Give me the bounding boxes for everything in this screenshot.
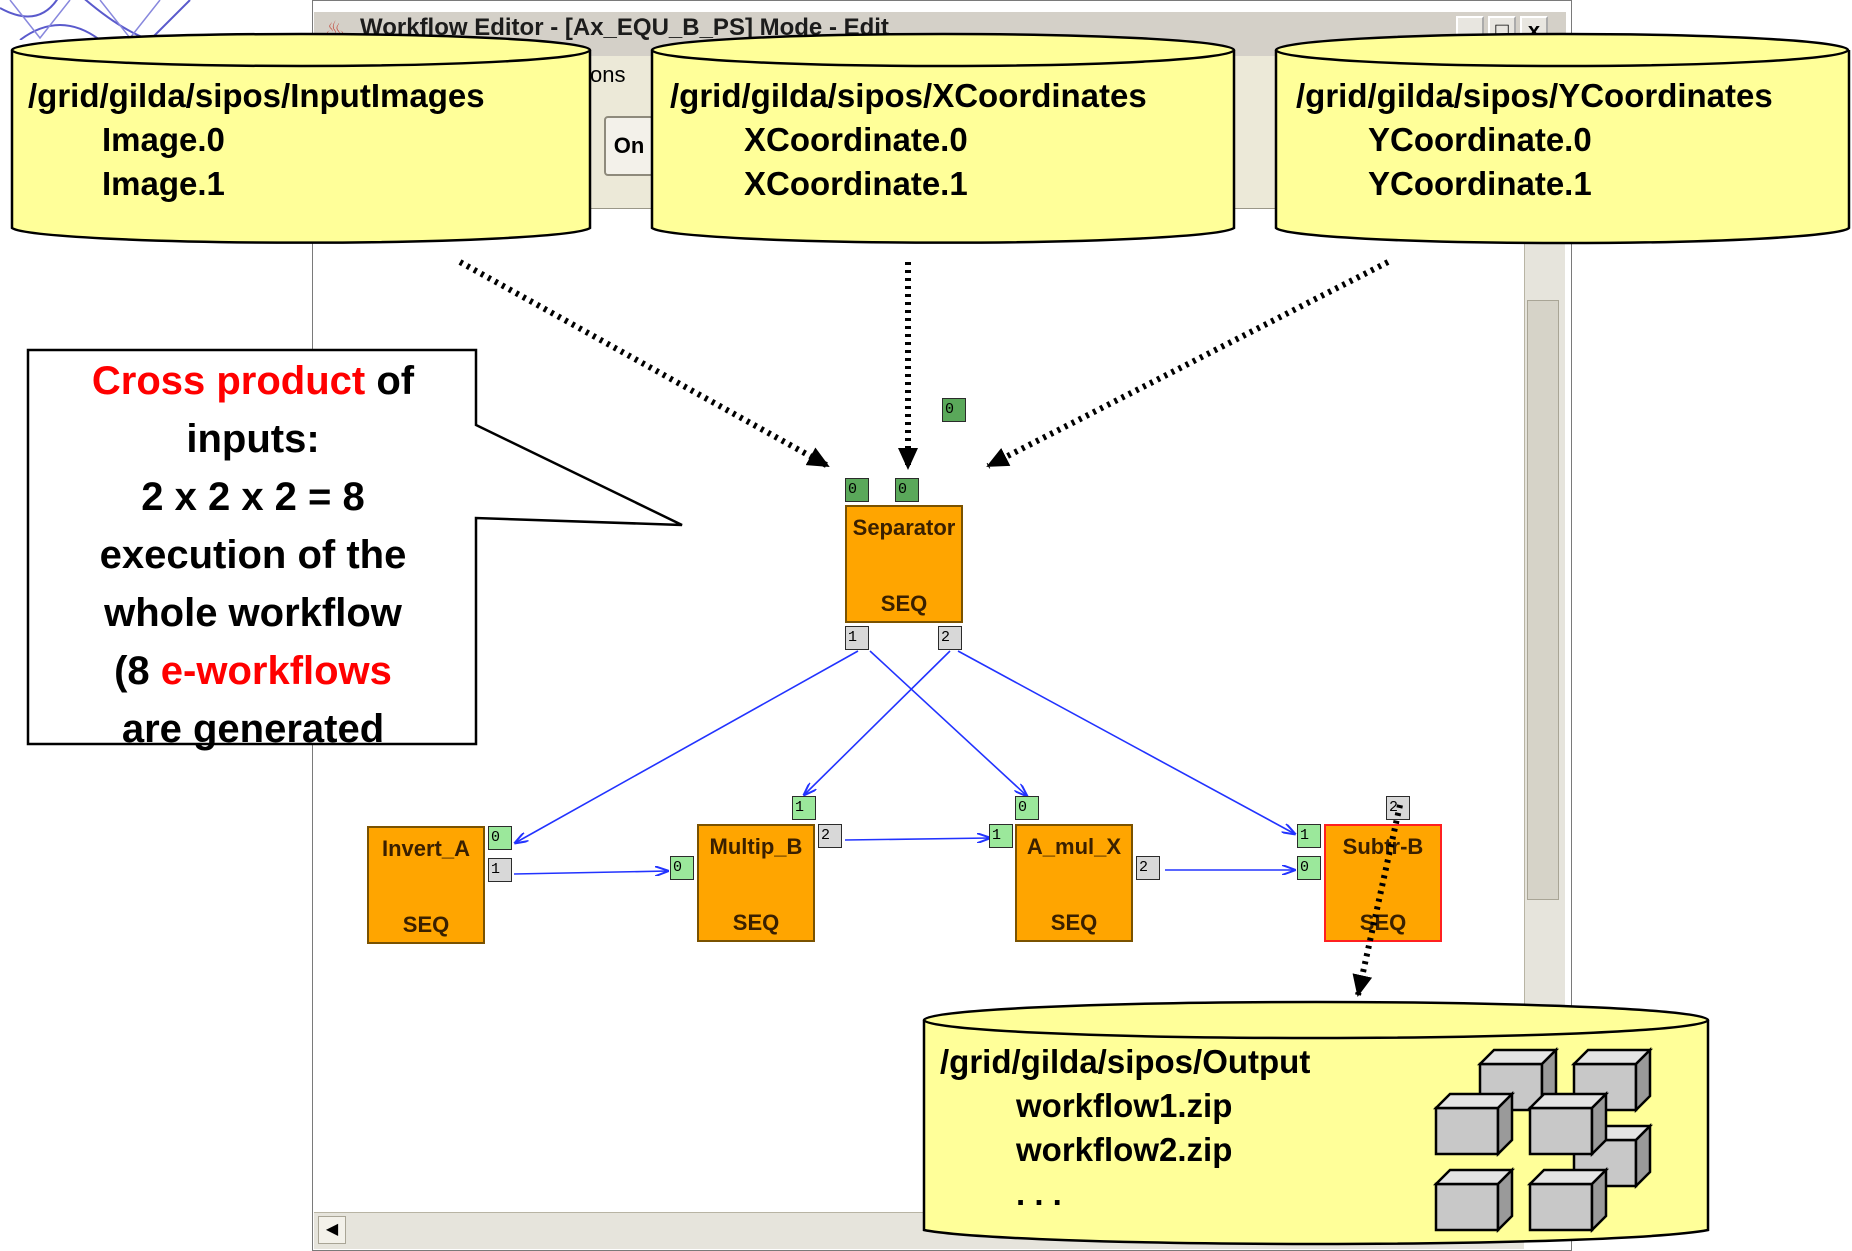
job-name: Multip_B	[709, 834, 803, 859]
job-mode: SEQ	[732, 910, 780, 935]
edge-sep2-multip	[804, 650, 951, 795]
callout-text-of: of	[365, 359, 415, 403]
callout-line-1: Cross product of	[30, 352, 476, 410]
y-coordinates-db-label: /grid/gilda/sipos/YCoordinates YCoordina…	[1296, 74, 1773, 206]
job-name: Separator	[852, 515, 956, 540]
callout-line-2: inputs:	[186, 417, 320, 461]
separator-output-port-1[interactable]: 1	[845, 626, 869, 650]
subtr-b-input-port-1[interactable]: 1	[1297, 824, 1321, 848]
callout-line-4: execution of the	[99, 533, 407, 577]
edge-sep1-invert	[515, 650, 859, 843]
input-images-db-label: /grid/gilda/sipos/InputImages Image.0 Im…	[28, 74, 485, 206]
db-path: /grid/gilda/sipos/XCoordinates	[670, 77, 1147, 114]
a-mul-x-input-port-0[interactable]: 0	[1015, 796, 1039, 820]
job-multip-b[interactable]: Multip_B SEQ	[697, 824, 815, 942]
job-mode: SEQ	[1050, 910, 1098, 935]
callout-prefix: (8	[114, 649, 161, 693]
subtr-b-output-port-2[interactable]: 2	[1386, 796, 1410, 820]
callout-line-7: are generated	[121, 707, 385, 751]
db-item: . . .	[1016, 1175, 1062, 1212]
db-item: Image.1	[102, 165, 225, 202]
job-subtr-b[interactable]: Subtr-B SEQ	[1324, 824, 1442, 942]
multip-b-input-port-0[interactable]: 0	[670, 856, 694, 880]
menu-item-options[interactable]: ons	[590, 62, 626, 87]
db-item: XCoordinate.0	[744, 121, 968, 158]
separator-input-port-0[interactable]: 0	[845, 478, 869, 502]
y-coordinates-database-cylinder	[1274, 32, 1851, 245]
cross-product-callout-text: Cross product of inputs: 2 x 2 x 2 = 8 e…	[30, 352, 476, 758]
output-db-label: /grid/gilda/sipos/Output workflow1.zip w…	[940, 1040, 1310, 1216]
a-mul-x-input-port-1[interactable]: 1	[989, 824, 1013, 848]
multip-b-output-port-2[interactable]: 2	[818, 824, 842, 848]
callout-highlight-cross-product: Cross product	[91, 359, 366, 403]
x-coordinates-database-cylinder	[650, 32, 1236, 244]
corner-logo-graphic	[0, 0, 191, 40]
db-path: /grid/gilda/sipos/InputImages	[28, 77, 485, 114]
db-item: XCoordinate.1	[744, 165, 968, 202]
callout-line-5: whole workflow	[104, 591, 402, 635]
edge-multip-amulx	[844, 838, 990, 840]
edge-sep2-subtr	[957, 650, 1295, 834]
job-invert-a[interactable]: Invert_A SEQ	[367, 826, 485, 944]
callout-line-6: (8 e-workflows	[30, 642, 476, 700]
callout-line-3: 2 x 2 x 2 = 8	[141, 475, 365, 519]
job-name: Subtr-B	[1342, 834, 1424, 859]
db-path: /grid/gilda/sipos/Output	[940, 1043, 1311, 1080]
edge-sep1-amulx	[869, 650, 1027, 796]
input-images-database-cylinder	[10, 32, 592, 244]
job-name: Invert_A	[381, 836, 471, 861]
a-mul-x-output-port-2[interactable]: 2	[1136, 856, 1160, 880]
file-stack-cubes-icon	[1432, 1046, 1654, 1234]
edge-invert-multip	[513, 871, 668, 874]
vertical-scroll-thumb[interactable]	[1527, 300, 1559, 900]
db-item: Image.0	[102, 121, 225, 158]
scroll-left-arrow-icon[interactable]: ◀	[318, 1216, 346, 1244]
job-a-mul-x[interactable]: A_mul_X SEQ	[1015, 824, 1133, 942]
separator-output-port-2[interactable]: 2	[938, 626, 962, 650]
invert-a-output-port-1[interactable]: 1	[488, 858, 512, 882]
db-item: YCoordinate.1	[1368, 165, 1592, 202]
multip-b-input-port-1[interactable]: 1	[792, 796, 816, 820]
dotted-arrow-output	[1352, 804, 1403, 997]
free-input-port[interactable]: 0	[942, 398, 966, 422]
callout-bubble	[26, 348, 683, 746]
dotted-arrow-y-coordinates	[986, 259, 1390, 469]
job-mode: SEQ	[880, 591, 928, 616]
dotted-arrow-input-images	[458, 259, 830, 469]
job-name: A_mul_X	[1026, 834, 1122, 859]
subtr-b-input-port-0[interactable]: 0	[1297, 856, 1321, 880]
db-item: workflow2.zip	[1016, 1131, 1233, 1168]
db-item: workflow1.zip	[1016, 1087, 1233, 1124]
job-mode: SEQ	[1359, 910, 1407, 935]
job-separator[interactable]: Separator SEQ	[845, 505, 963, 623]
x-coordinates-db-label: /grid/gilda/sipos/XCoordinates XCoordina…	[670, 74, 1147, 206]
job-mode: SEQ	[402, 912, 450, 937]
callout-highlight-e-workflows: e-workflows	[160, 649, 392, 693]
db-path: /grid/gilda/sipos/YCoordinates	[1296, 77, 1773, 114]
separator-input-port-1[interactable]: 0	[895, 478, 919, 502]
db-item: YCoordinate.0	[1368, 121, 1592, 158]
invert-a-input-port-0[interactable]: 0	[488, 826, 512, 850]
